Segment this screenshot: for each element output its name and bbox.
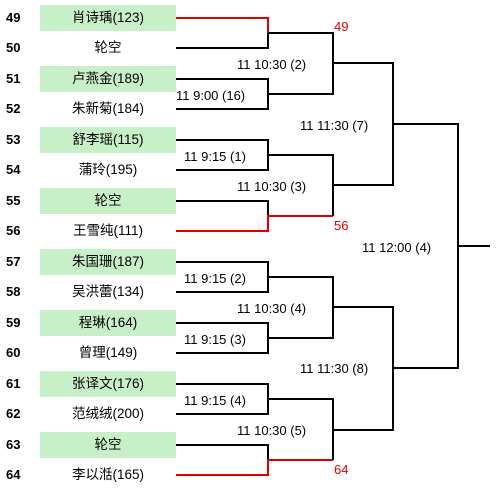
r2-match-5 — [268, 398, 334, 460]
player-name: 曾理(149) — [78, 345, 138, 360]
player-name: 范绒绒(200) — [71, 406, 144, 421]
seed-number: 55 — [6, 193, 21, 208]
player-name: 程琳(164) — [40, 310, 176, 336]
r1-match-label: 11 9:15 (4) — [184, 393, 246, 408]
seed-number: 49 — [6, 10, 21, 25]
seed-number: 62 — [6, 406, 21, 421]
r2-match-3 — [268, 154, 334, 216]
bye-line-49 — [176, 17, 333, 34]
player-name: 吴洪蕾(134) — [71, 284, 144, 299]
player-name: 王雪纯(111) — [72, 223, 143, 238]
player-name: 舒李瑶(115) — [40, 127, 176, 153]
player-name: 朱新菊(184) — [71, 101, 144, 116]
r2-match-label: 11 10:30 (3) — [237, 179, 307, 194]
bye-line-64 — [176, 459, 333, 476]
player-name: 肖诗瑀(123) — [40, 5, 176, 31]
seed-number: 51 — [6, 71, 21, 86]
r2-match-label: 11 10:30 (5) — [237, 423, 307, 438]
seed-number: 54 — [6, 162, 21, 177]
player-name: 朱国珊(187) — [40, 249, 176, 275]
r4-match-label: 11 12:00 (4) — [362, 240, 432, 255]
r2-match-label: 11 10:30 (4) — [237, 301, 307, 316]
seed-number: 60 — [6, 345, 21, 360]
r1-match-label: 11 9:15 (3) — [184, 332, 246, 347]
r1-match-label: 11 9:15 (1) — [184, 149, 246, 164]
player-name: 蒲玲(195) — [78, 162, 138, 177]
seed-number: 59 — [6, 315, 21, 330]
player-name: 轮空 — [40, 188, 176, 214]
bye-line-49-to-r2 — [176, 33, 269, 49]
player-name: 轮空 — [94, 40, 122, 55]
walkover-winner-label: 56 — [334, 218, 349, 233]
walkover-winner-label: 64 — [334, 462, 349, 477]
seed-number: 50 — [6, 40, 21, 55]
seed-number: 52 — [6, 101, 21, 116]
seed-number: 56 — [6, 223, 21, 238]
player-name: 卢燕金(189) — [40, 66, 176, 92]
seed-number: 58 — [6, 284, 21, 299]
bye-line-56 — [176, 215, 333, 232]
r3-match-label: 11 11:30 (8) — [300, 361, 369, 376]
seed-number: 61 — [6, 376, 21, 391]
walkover-winner-label: 49 — [334, 19, 349, 34]
seed-number: 64 — [6, 467, 21, 482]
r3-match-label: 11 11:30 (7) — [300, 118, 369, 133]
r1-match-label: 11 9:15 (2) — [184, 271, 246, 286]
bye-line-64-top — [176, 444, 269, 460]
bye-line-56-top — [176, 200, 269, 216]
player-name: 张译文(176) — [40, 371, 176, 397]
seed-number: 53 — [6, 132, 21, 147]
seed-number: 63 — [6, 437, 21, 452]
r2-match-label: 11 10:30 (2) — [237, 57, 307, 72]
player-name: 李以湉(165) — [71, 467, 144, 482]
seed-number: 57 — [6, 254, 21, 269]
r1-match-label: 11 9:00 (16) — [176, 88, 246, 103]
player-name: 轮空 — [40, 432, 176, 458]
